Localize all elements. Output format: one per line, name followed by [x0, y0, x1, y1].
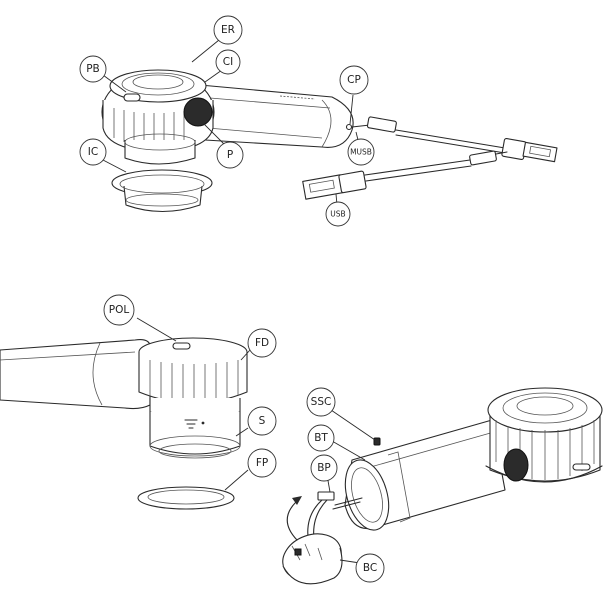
svg-text:FP: FP: [256, 457, 268, 469]
bottom-device-assembly: [344, 387, 603, 531]
callout-pb: PB: [79, 55, 107, 83]
insertion-arrow: [286, 496, 302, 541]
svg-text:MUSB: MUSB: [350, 148, 372, 157]
svg-text:SSC: SSC: [311, 396, 332, 408]
svg-text:ER: ER: [221, 24, 235, 36]
usb-cable: [302, 150, 508, 200]
svg-text:P: P: [227, 149, 233, 161]
callout-ci: CI: [215, 49, 241, 75]
callout-bp: BP: [310, 454, 338, 482]
callout-cp: CP: [339, 65, 369, 95]
callout-bt: BT: [307, 424, 335, 452]
callout-fd: FD: [247, 328, 277, 358]
middle-device-assembly: [0, 337, 248, 459]
micro-usb-cable: [351, 116, 558, 163]
svg-text:PB: PB: [86, 63, 100, 75]
callout-musb: MUSB: [347, 138, 375, 166]
callout-p: P: [216, 141, 244, 169]
svg-text:FD: FD: [255, 337, 269, 349]
svg-text:CP: CP: [347, 74, 361, 86]
callout-fp: FP: [247, 448, 277, 478]
callout-ssc: SSC: [306, 387, 336, 417]
top-device-assembly: [101, 69, 354, 165]
callout-s: S: [247, 406, 277, 436]
svg-text:BC: BC: [363, 562, 377, 574]
inner-cap-part: [111, 169, 213, 212]
callout-bc: BC: [355, 553, 385, 583]
svg-text:S: S: [259, 415, 266, 427]
svg-text:CI: CI: [223, 56, 233, 68]
callout-pol: POL: [103, 294, 135, 326]
callout-er: ER: [213, 15, 243, 45]
svg-text:POL: POL: [109, 304, 130, 316]
front-plate-part: [137, 486, 235, 510]
svg-text:IC: IC: [88, 146, 98, 158]
battery-cover: [282, 533, 343, 585]
svg-text:BT: BT: [314, 432, 328, 444]
svg-text:BP: BP: [317, 462, 331, 474]
callout-ic: IC: [79, 138, 107, 166]
callout-usb: USB: [325, 201, 351, 227]
svg-text:USB: USB: [330, 210, 345, 219]
